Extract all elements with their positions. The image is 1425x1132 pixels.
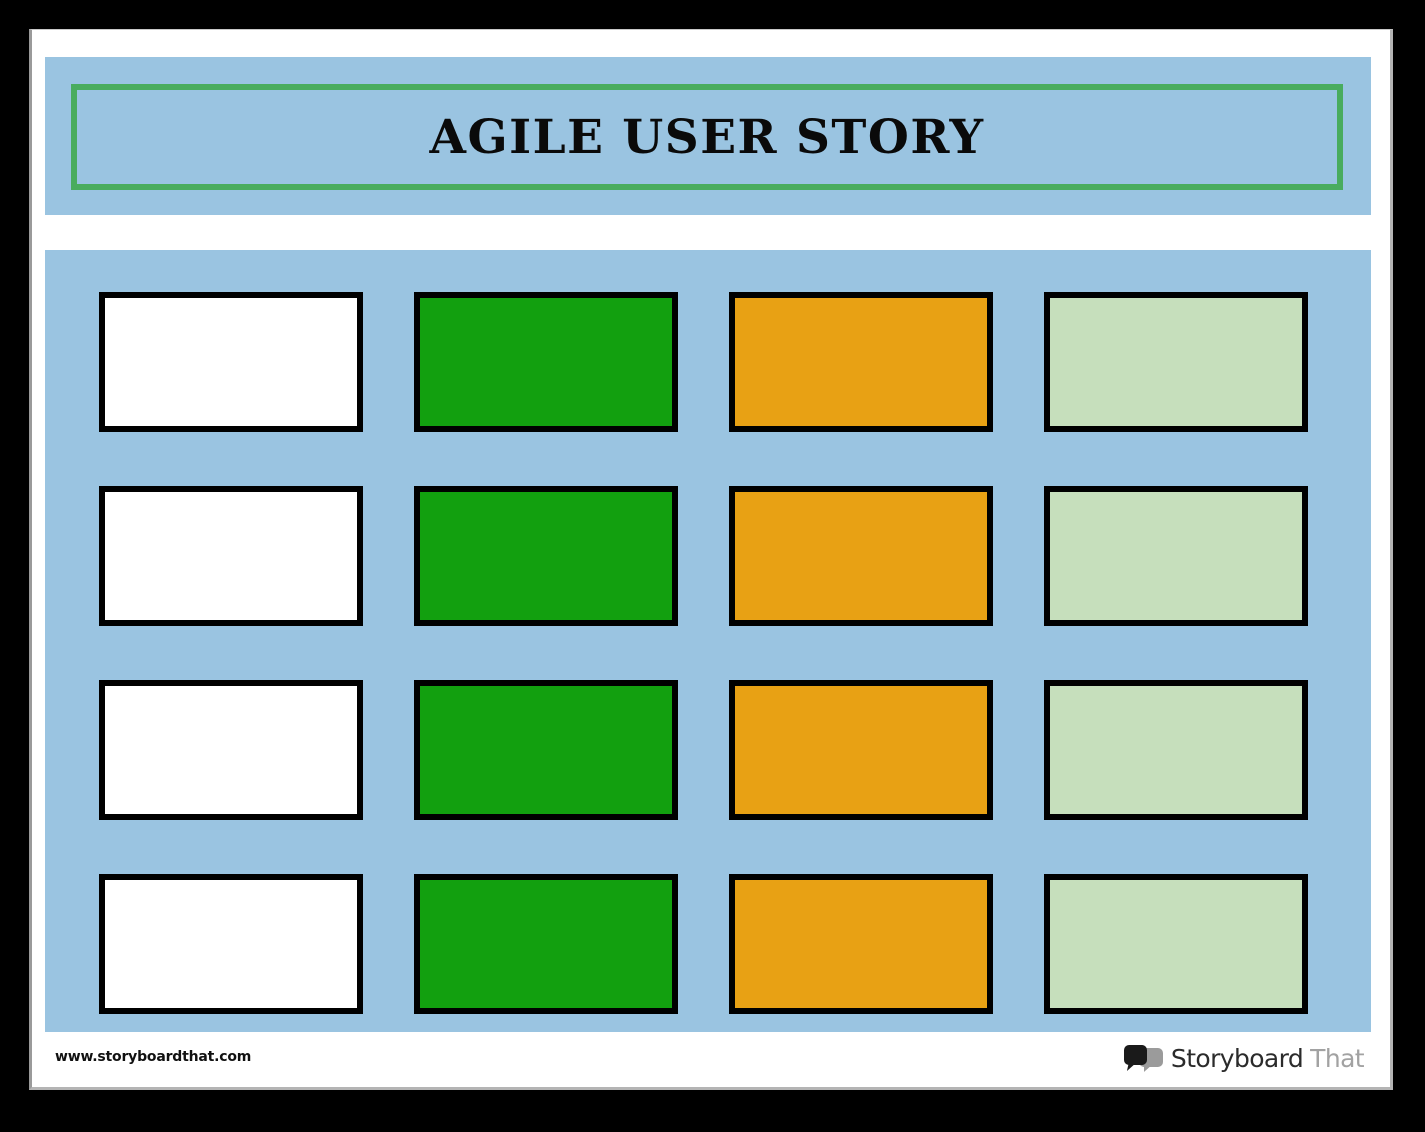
page-title: AGILE USER STORY [429,109,985,165]
story-card[interactable] [729,486,993,626]
story-card[interactable] [414,292,678,432]
story-card[interactable] [729,874,993,1014]
story-card[interactable] [99,874,363,1014]
story-card[interactable] [1044,874,1308,1014]
footer-website-url: www.storyboardthat.com [55,1049,252,1065]
story-card[interactable] [99,292,363,432]
story-card[interactable] [414,486,678,626]
logo-word-that: That [1310,1044,1364,1073]
story-card[interactable] [414,874,678,1014]
poster-page-sheet: AGILE USER STORY www.storyboardthat.com … [29,29,1393,1090]
story-card[interactable] [1044,680,1308,820]
story-card[interactable] [729,292,993,432]
story-card[interactable] [1044,292,1308,432]
story-card[interactable] [414,680,678,820]
story-card[interactable] [729,680,993,820]
speech-bubbles-icon [1123,1045,1164,1072]
story-card-grid [99,292,1310,1014]
speech-bubble-front-icon [1123,1045,1147,1065]
story-card[interactable] [99,680,363,820]
story-card[interactable] [99,486,363,626]
board-panel [45,250,1371,1032]
header-panel: AGILE USER STORY [45,57,1371,215]
logo-word-storyboard: Storyboard [1170,1044,1304,1073]
story-card[interactable] [1044,486,1308,626]
title-box: AGILE USER STORY [71,84,1343,190]
